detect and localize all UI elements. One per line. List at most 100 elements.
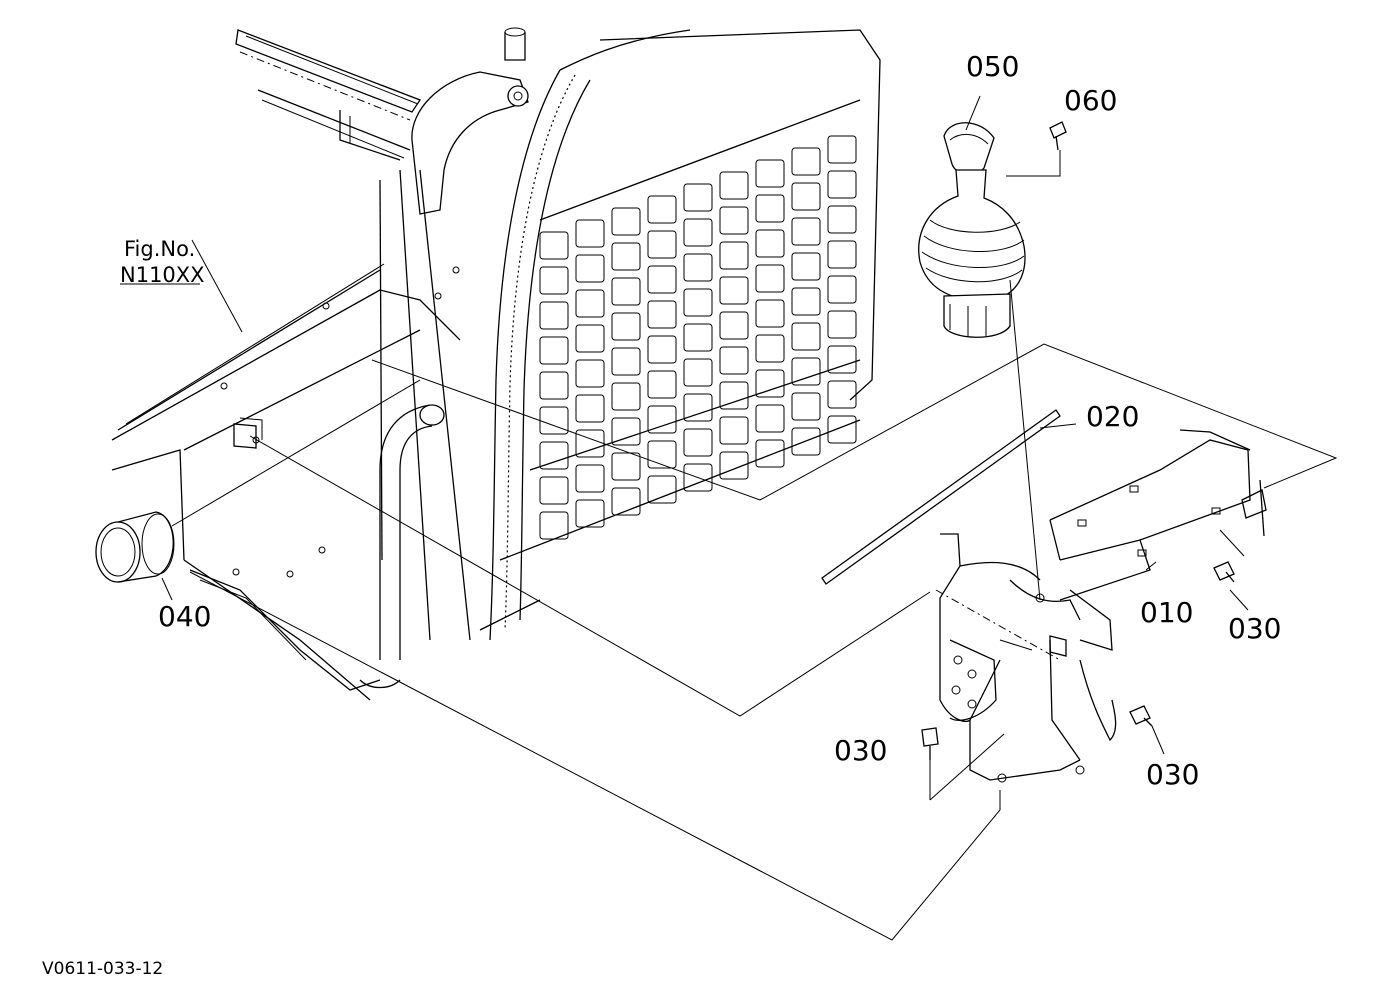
mesh-cell xyxy=(755,229,785,258)
mesh-cell xyxy=(827,345,857,374)
mesh-cell xyxy=(539,301,569,330)
mesh-cell xyxy=(791,287,821,316)
mesh-cell xyxy=(827,205,857,234)
mesh-cell xyxy=(719,311,749,340)
mesh-cell xyxy=(611,312,641,341)
mesh-cell xyxy=(611,242,641,271)
mesh-cell xyxy=(791,392,821,421)
mesh-cell xyxy=(647,335,677,364)
mesh-cell xyxy=(791,182,821,211)
mesh-cell xyxy=(647,475,677,504)
mesh-cell xyxy=(683,428,713,457)
mesh-cell xyxy=(539,266,569,295)
mesh-cell xyxy=(791,252,821,281)
part-020-rod xyxy=(821,409,1061,585)
mesh-cell xyxy=(827,240,857,269)
mesh-cell xyxy=(683,323,713,352)
mesh-cell xyxy=(827,275,857,304)
mesh-cell xyxy=(791,217,821,246)
mesh-cell xyxy=(719,241,749,270)
mesh-cell xyxy=(539,476,569,505)
mesh-cell xyxy=(647,230,677,259)
part-010-bracket xyxy=(1049,429,1267,601)
cab-frame-drawing xyxy=(111,27,691,701)
mesh-cell xyxy=(611,452,641,481)
mesh-cell xyxy=(755,159,785,188)
mesh-cell xyxy=(827,135,857,164)
figure-reference-line2: N110XX xyxy=(120,263,205,287)
rear-mesh-screen xyxy=(479,29,881,631)
mesh-cell xyxy=(791,322,821,351)
mesh-cell xyxy=(827,310,857,339)
mesh-cell xyxy=(719,416,749,445)
mesh-cell xyxy=(647,265,677,294)
mesh-cell xyxy=(647,370,677,399)
mesh-cell xyxy=(575,394,605,423)
mesh-cell xyxy=(683,288,713,317)
part-030-bolts xyxy=(921,561,1235,760)
mesh-cell xyxy=(755,439,785,468)
mesh-cell xyxy=(719,346,749,375)
callout-030-mid: 030 xyxy=(1146,758,1199,791)
mesh-cell xyxy=(719,276,749,305)
mesh-cell xyxy=(755,404,785,433)
part-050-joystick xyxy=(918,122,1026,338)
part-060-screw xyxy=(1006,121,1067,177)
callout-010: 010 xyxy=(1140,596,1193,629)
mesh-cell xyxy=(791,427,821,456)
mesh-cell xyxy=(539,371,569,400)
callout-030-right: 030 xyxy=(1228,612,1281,645)
mesh-cell xyxy=(575,219,605,248)
mesh-cell xyxy=(719,206,749,235)
mesh-cell xyxy=(719,451,749,480)
mesh-cell xyxy=(575,359,605,388)
mesh-cell xyxy=(611,347,641,376)
mesh-cell xyxy=(575,464,605,493)
callout-060: 060 xyxy=(1064,84,1117,117)
mesh-cell xyxy=(683,393,713,422)
mesh-cell xyxy=(719,381,749,410)
mesh-cell xyxy=(611,487,641,516)
mesh-cell xyxy=(539,336,569,365)
mesh-cell xyxy=(575,324,605,353)
mesh-cell xyxy=(755,264,785,293)
mesh-cell xyxy=(827,380,857,409)
part-040-collar xyxy=(95,511,175,583)
mesh-cell xyxy=(683,253,713,282)
mesh-cell xyxy=(647,440,677,469)
mesh-cell xyxy=(575,254,605,283)
mesh-cell xyxy=(611,277,641,306)
callout-020: 020 xyxy=(1086,400,1139,433)
mesh-cell xyxy=(611,417,641,446)
mesh-cell xyxy=(791,147,821,176)
mesh-cell xyxy=(755,299,785,328)
mesh-cell xyxy=(539,406,569,435)
mesh-cell xyxy=(611,382,641,411)
drawing-code: V0611-033-12 xyxy=(42,959,163,979)
mesh-cell xyxy=(647,195,677,224)
mesh-cell xyxy=(755,194,785,223)
mesh-cell xyxy=(683,358,713,387)
mesh-cell xyxy=(827,415,857,444)
mesh-cell xyxy=(755,369,785,398)
callout-040: 040 xyxy=(158,600,211,633)
mesh-cell xyxy=(539,441,569,470)
figure-reference-line1: Fig.No. xyxy=(124,237,195,261)
mesh-cell xyxy=(647,300,677,329)
mesh-cell xyxy=(755,334,785,363)
lower-mount-plate xyxy=(939,533,1117,783)
mesh-cell xyxy=(647,405,677,434)
mesh-cell xyxy=(827,170,857,199)
assembly-leader-lines xyxy=(120,95,1338,941)
mesh-cell xyxy=(575,499,605,528)
callout-050: 050 xyxy=(966,50,1019,83)
mesh-cell xyxy=(683,183,713,212)
mesh-cell xyxy=(791,357,821,386)
mesh-cell xyxy=(683,218,713,247)
mesh-cell xyxy=(539,231,569,260)
mesh-cell xyxy=(719,171,749,200)
mesh-cell xyxy=(611,207,641,236)
mesh-cell xyxy=(575,289,605,318)
callout-030-left: 030 xyxy=(834,734,887,767)
